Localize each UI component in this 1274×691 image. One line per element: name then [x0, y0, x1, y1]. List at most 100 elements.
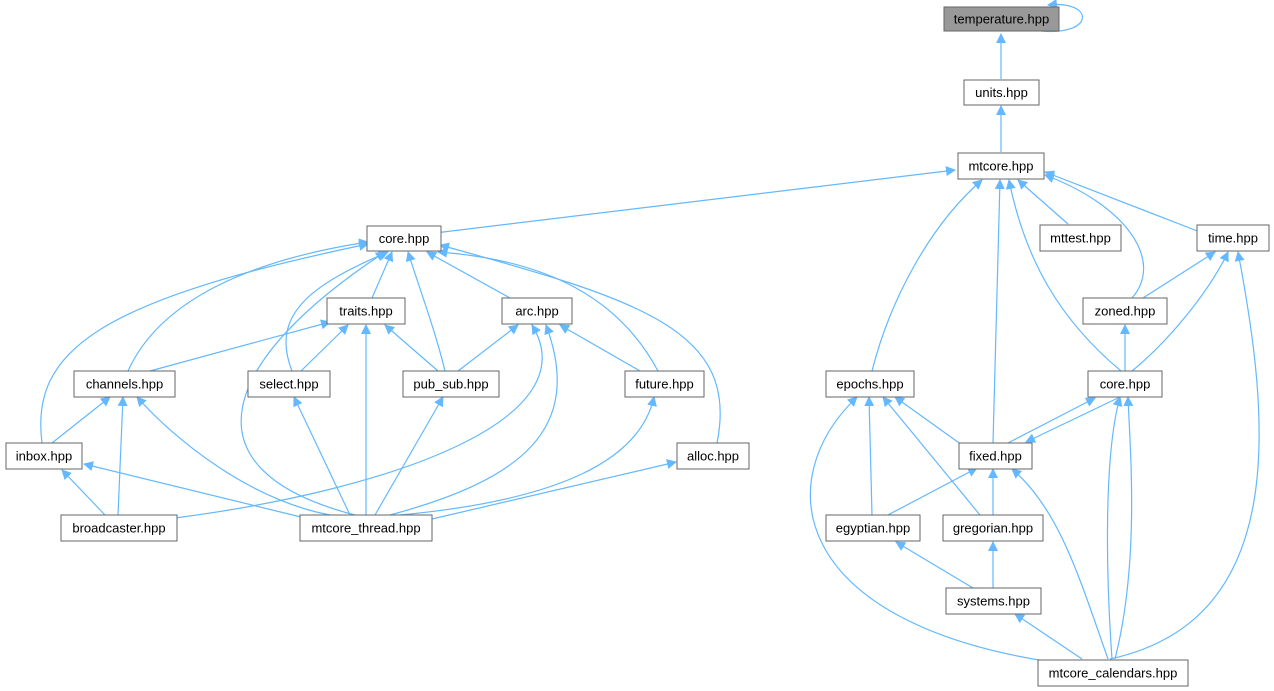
node-label: mttest.hpp [1050, 231, 1111, 246]
node-box [60, 514, 178, 542]
edge-select-core1 [285, 250, 389, 372]
node-label: select.hpp [259, 377, 318, 392]
edge-mtcorethread-pubsub [374, 396, 444, 516]
node-label: units.hpp [975, 85, 1028, 100]
edge-mtcorethread-arc [389, 324, 558, 516]
node-select[interactable]: select.hpp [247, 370, 331, 398]
edge-broadcaster-inbox [61, 469, 106, 516]
node-box [73, 370, 176, 398]
edge-mtcorethread-alloc [431, 459, 677, 520]
node-label: mtcore_thread.hpp [311, 521, 420, 536]
node-label: core.hpp [379, 231, 430, 246]
node-mtcorethread[interactable]: mtcore_thread.hpp [299, 514, 433, 542]
node-egyptian[interactable]: egyptian.hpp [825, 514, 921, 542]
node-inbox[interactable]: inbox.hpp [5, 442, 83, 470]
node-label: mtcore_calendars.hpp [1049, 666, 1178, 681]
node-time[interactable]: time.hpp [1196, 224, 1270, 252]
node-box [676, 442, 750, 470]
edge-mtcorecal-core2-a [1106, 396, 1123, 660]
node-label: alloc.hpp [687, 449, 739, 464]
edge-mtcorecal-epochs [809, 396, 1046, 662]
edge-broadcaster-channels [117, 396, 128, 516]
node-label: temperature.hpp [954, 12, 1049, 27]
edge-zoned-mtcore [1044, 173, 1145, 299]
node-core1[interactable]: core.hpp [366, 225, 442, 252]
edge-systems-egyptian [895, 541, 974, 589]
node-mttest[interactable]: mttest.hpp [1039, 224, 1122, 252]
node-box [1039, 224, 1122, 252]
node-box [366, 225, 442, 252]
node-box [943, 6, 1060, 32]
node-zoned[interactable]: zoned.hpp [1082, 297, 1168, 325]
node-box [1196, 224, 1270, 252]
node-fixed[interactable]: fixed.hpp [958, 442, 1033, 470]
edge-mtcorecal-core2-b [1114, 396, 1134, 660]
edge-mtcorethread-future [399, 396, 657, 516]
edge-gregorian-epochs [882, 396, 981, 516]
edge-egyptian-fixed [887, 467, 978, 516]
node-traits[interactable]: traits.hpp [326, 297, 406, 325]
node-gregorian[interactable]: gregorian.hpp [942, 514, 1044, 542]
edge-core2-mtcore [1005, 179, 1122, 372]
node-box [945, 587, 1042, 615]
edge-mtcorethread-inbox [83, 461, 306, 519]
node-box [501, 297, 573, 325]
node-label: epochs.hpp [836, 377, 903, 392]
node-label: pub_sub.hpp [413, 377, 488, 392]
node-box [825, 370, 915, 398]
node-box [1037, 659, 1189, 687]
edge-core2-time [1131, 251, 1229, 372]
node-box [1087, 370, 1163, 398]
node-box [299, 514, 433, 542]
edge-epochs-mtcore [871, 179, 983, 372]
node-box [402, 370, 500, 398]
node-channels[interactable]: channels.hpp [73, 370, 176, 398]
edge-core1-mtcore [434, 166, 956, 234]
edge-mtcorecal-systems [1014, 613, 1083, 660]
node-label: channels.hpp [86, 377, 163, 392]
edge-future-arc [559, 324, 641, 372]
node-mtcore[interactable]: mtcore.hpp [957, 152, 1045, 180]
edge-mtcorethread-channels [136, 396, 331, 516]
node-systems[interactable]: systems.hpp [945, 587, 1042, 615]
edge-time-mtcore [1044, 170, 1201, 233]
edge-mttest-mtcore [1017, 179, 1069, 225]
edge-broadcaster-arc [174, 324, 543, 519]
node-units[interactable]: units.hpp [963, 79, 1040, 106]
node-broadcaster[interactable]: broadcaster.hpp [60, 514, 178, 542]
node-label: arc.hpp [515, 304, 558, 319]
node-box [326, 297, 406, 325]
node-mtcorecal[interactable]: mtcore_calendars.hpp [1037, 659, 1189, 687]
edge-fixed-core2 [1007, 397, 1096, 444]
edge-core2-fixed [1025, 396, 1121, 443]
node-pubsub[interactable]: pub_sub.hpp [402, 370, 500, 398]
node-label: broadcaster.hpp [72, 521, 165, 536]
node-alloc[interactable]: alloc.hpp [676, 442, 750, 470]
node-arc[interactable]: arc.hpp [501, 297, 573, 325]
edge-arc-core1 [426, 251, 511, 299]
edge-alloc-core1 [439, 242, 721, 444]
edge-egyptian-epochs [864, 396, 875, 516]
node-label: egyptian.hpp [836, 521, 910, 536]
node-label: gregorian.hpp [953, 521, 1033, 536]
edge-future-core1 [437, 247, 659, 372]
edge-fixed-epochs [894, 396, 963, 446]
node-label: fixed.hpp [969, 449, 1022, 464]
edge-fixed-mtcore [992, 179, 1005, 444]
edge-pubsub-arc [457, 324, 519, 372]
node-epochs[interactable]: epochs.hpp [825, 370, 915, 398]
node-label: systems.hpp [957, 594, 1030, 609]
node-box [5, 442, 83, 470]
node-temperature[interactable]: temperature.hpp [943, 6, 1060, 32]
edge-channels-core1 [127, 238, 369, 372]
edge-mtcorethread-core1 [240, 251, 386, 516]
edge-pubsub-traits [384, 324, 439, 372]
edge-inbox-core1 [40, 240, 369, 444]
edge-mtcorecal-fixed [1011, 468, 1109, 660]
node-core2[interactable]: core.hpp [1087, 370, 1163, 398]
node-box [963, 79, 1040, 106]
node-box [942, 514, 1044, 542]
node-label: inbox.hpp [16, 449, 72, 464]
node-future[interactable]: future.hpp [624, 370, 705, 398]
